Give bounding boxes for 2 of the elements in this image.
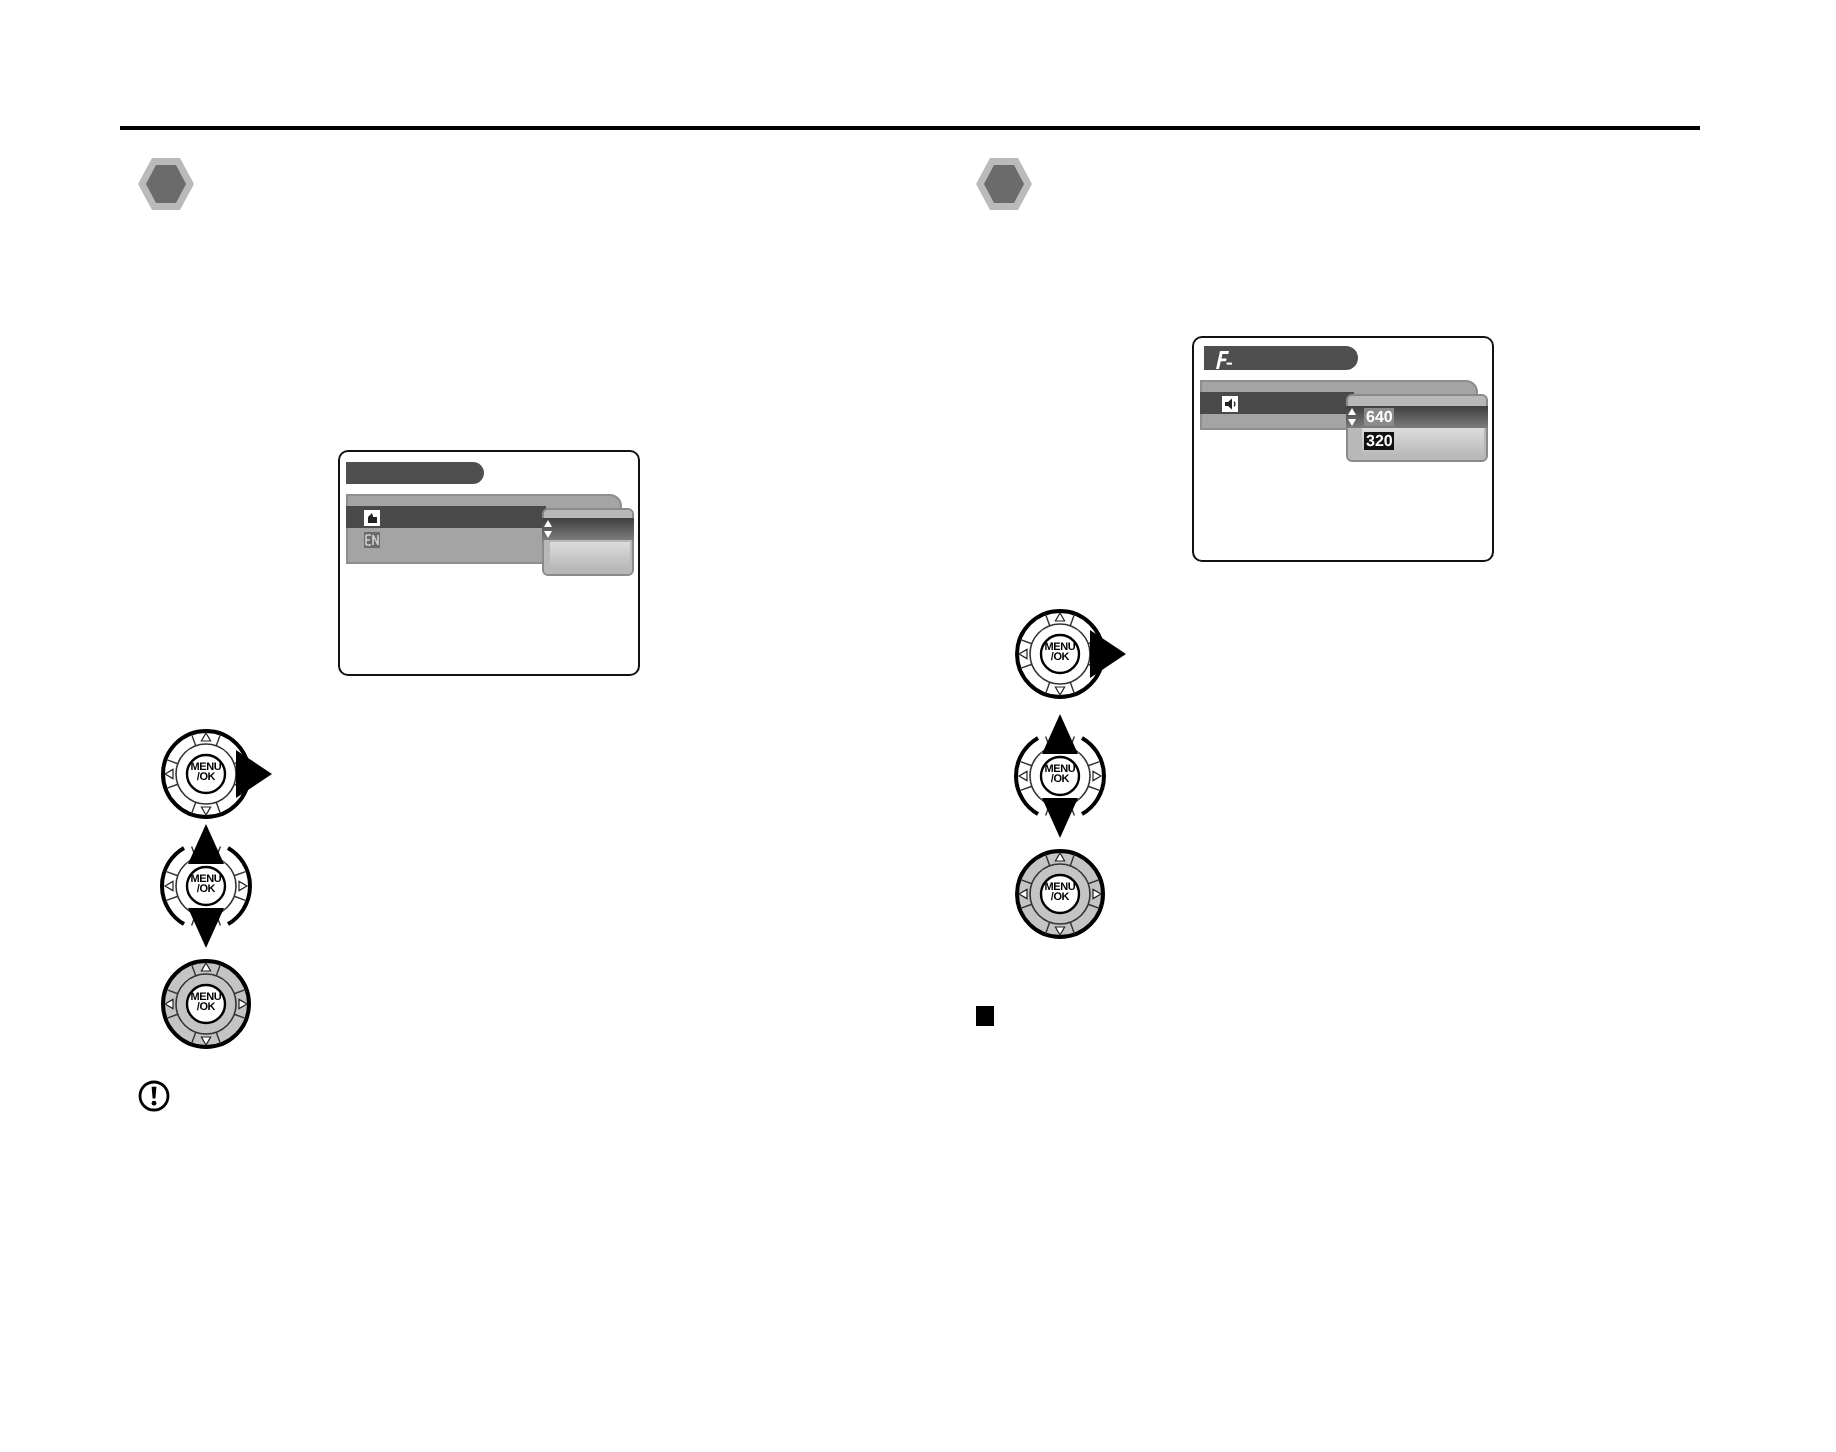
option-label: 320 [1364, 432, 1395, 450]
option-label: 640 [1364, 408, 1395, 426]
